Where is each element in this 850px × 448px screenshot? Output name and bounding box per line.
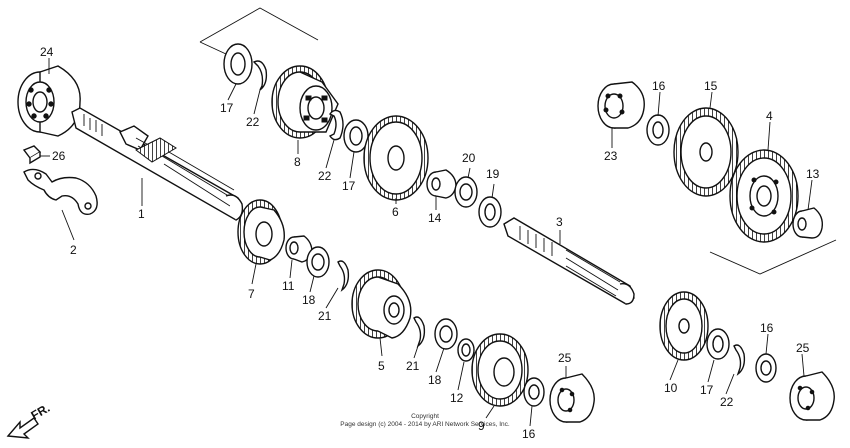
- callout-21-right: 21: [406, 359, 420, 373]
- bearing-24[interactable]: [17, 65, 81, 137]
- washer-17-mid[interactable]: [343, 119, 369, 153]
- callout-8: 8: [294, 155, 301, 169]
- group-bracket-top: [199, 7, 319, 55]
- callout-18-right: 18: [428, 373, 442, 387]
- circlip-22-top[interactable]: [252, 60, 268, 91]
- callout-6: 6: [392, 205, 399, 219]
- callout-12: 12: [450, 391, 464, 405]
- copyright-notice: Copyright Page design (c) 2004 - 2014 by…: [340, 413, 510, 428]
- copyright-line-2: Page design (c) 2004 - 2014 by ARI Netwo…: [340, 421, 510, 428]
- counter-shaft-3[interactable]: [503, 217, 635, 305]
- callout-1: 1: [138, 207, 145, 221]
- callout-20: 20: [462, 151, 476, 165]
- washer-16-bottom-right[interactable]: [755, 353, 777, 383]
- callout-13: 13: [806, 167, 820, 181]
- bearing-25-right[interactable]: [789, 371, 835, 421]
- washer-17-top[interactable]: [223, 43, 253, 85]
- bolt-26[interactable]: [22, 145, 42, 165]
- bearing-25-center[interactable]: [549, 373, 595, 423]
- leader-lines: [40, 58, 813, 427]
- callout-10: 10: [664, 381, 678, 395]
- callout-5: 5: [378, 359, 385, 373]
- arrow-icon: [6, 417, 39, 439]
- callout-labels: 24 26 2 1 17 22 8 22 17 6 14 20 19 3 7 1…: [40, 45, 820, 441]
- bushing-14[interactable]: [426, 169, 457, 199]
- washer-19[interactable]: [478, 196, 502, 228]
- front-direction-arrow: FR.: [6, 401, 52, 439]
- callout-25-center: 25: [558, 351, 572, 365]
- bushing-13[interactable]: [792, 207, 824, 239]
- gear-8[interactable]: [271, 65, 339, 139]
- callout-17-top: 17: [220, 101, 234, 115]
- bushing-12[interactable]: [457, 338, 475, 362]
- callout-9: 9: [478, 419, 485, 433]
- main-shaft-1[interactable]: [71, 107, 244, 221]
- washer-16-top-right[interactable]: [646, 114, 670, 146]
- callout-3: 3: [556, 215, 563, 229]
- callout-16-top-right: 16: [652, 79, 666, 93]
- washer-17-bottom-right[interactable]: [706, 328, 730, 360]
- callout-22-top: 22: [246, 115, 260, 129]
- circlip-21-left[interactable]: [337, 260, 350, 292]
- copyright-line-1: Copyright: [411, 413, 439, 420]
- bearing-23[interactable]: [597, 81, 645, 129]
- callout-2: 2: [70, 243, 77, 257]
- washer-16-bottom[interactable]: [523, 377, 545, 407]
- callout-22-bottom-right: 22: [720, 395, 734, 409]
- washer-18-left[interactable]: [306, 246, 330, 278]
- callout-15: 15: [704, 79, 718, 93]
- callout-16-bottom: 16: [522, 427, 536, 441]
- gear-9[interactable]: [471, 333, 529, 407]
- washer-18-right[interactable]: [434, 318, 458, 350]
- callout-4: 4: [766, 109, 773, 123]
- callout-21-left: 21: [318, 309, 332, 323]
- callout-18-left: 18: [302, 293, 316, 307]
- group-bracket-right: [709, 239, 837, 275]
- gear-4[interactable]: [729, 149, 799, 243]
- callout-17-mid: 17: [342, 179, 356, 193]
- gear-5[interactable]: [351, 269, 412, 339]
- circlip-22-mid[interactable]: [328, 109, 344, 141]
- callout-22-mid: 22: [318, 169, 332, 183]
- callout-26: 26: [52, 149, 66, 163]
- callout-14: 14: [428, 211, 442, 225]
- callout-25-right: 25: [796, 341, 810, 355]
- callout-7: 7: [248, 287, 255, 301]
- washer-20[interactable]: [454, 176, 478, 208]
- callout-16-bottom-right: 16: [760, 321, 774, 335]
- callout-24: 24: [40, 45, 54, 59]
- callout-11: 11: [282, 279, 295, 293]
- circlip-21-right[interactable]: [413, 316, 426, 348]
- gear-6[interactable]: [363, 115, 429, 201]
- callout-19: 19: [486, 167, 500, 181]
- gear-10[interactable]: [659, 291, 709, 361]
- circlip-22-bottom-right[interactable]: [733, 344, 746, 376]
- gear-7[interactable]: [237, 199, 285, 265]
- bracket-2[interactable]: [23, 168, 98, 215]
- gear-15[interactable]: [673, 107, 739, 197]
- callout-17-bottom-right: 17: [700, 383, 714, 397]
- callout-23: 23: [604, 149, 618, 163]
